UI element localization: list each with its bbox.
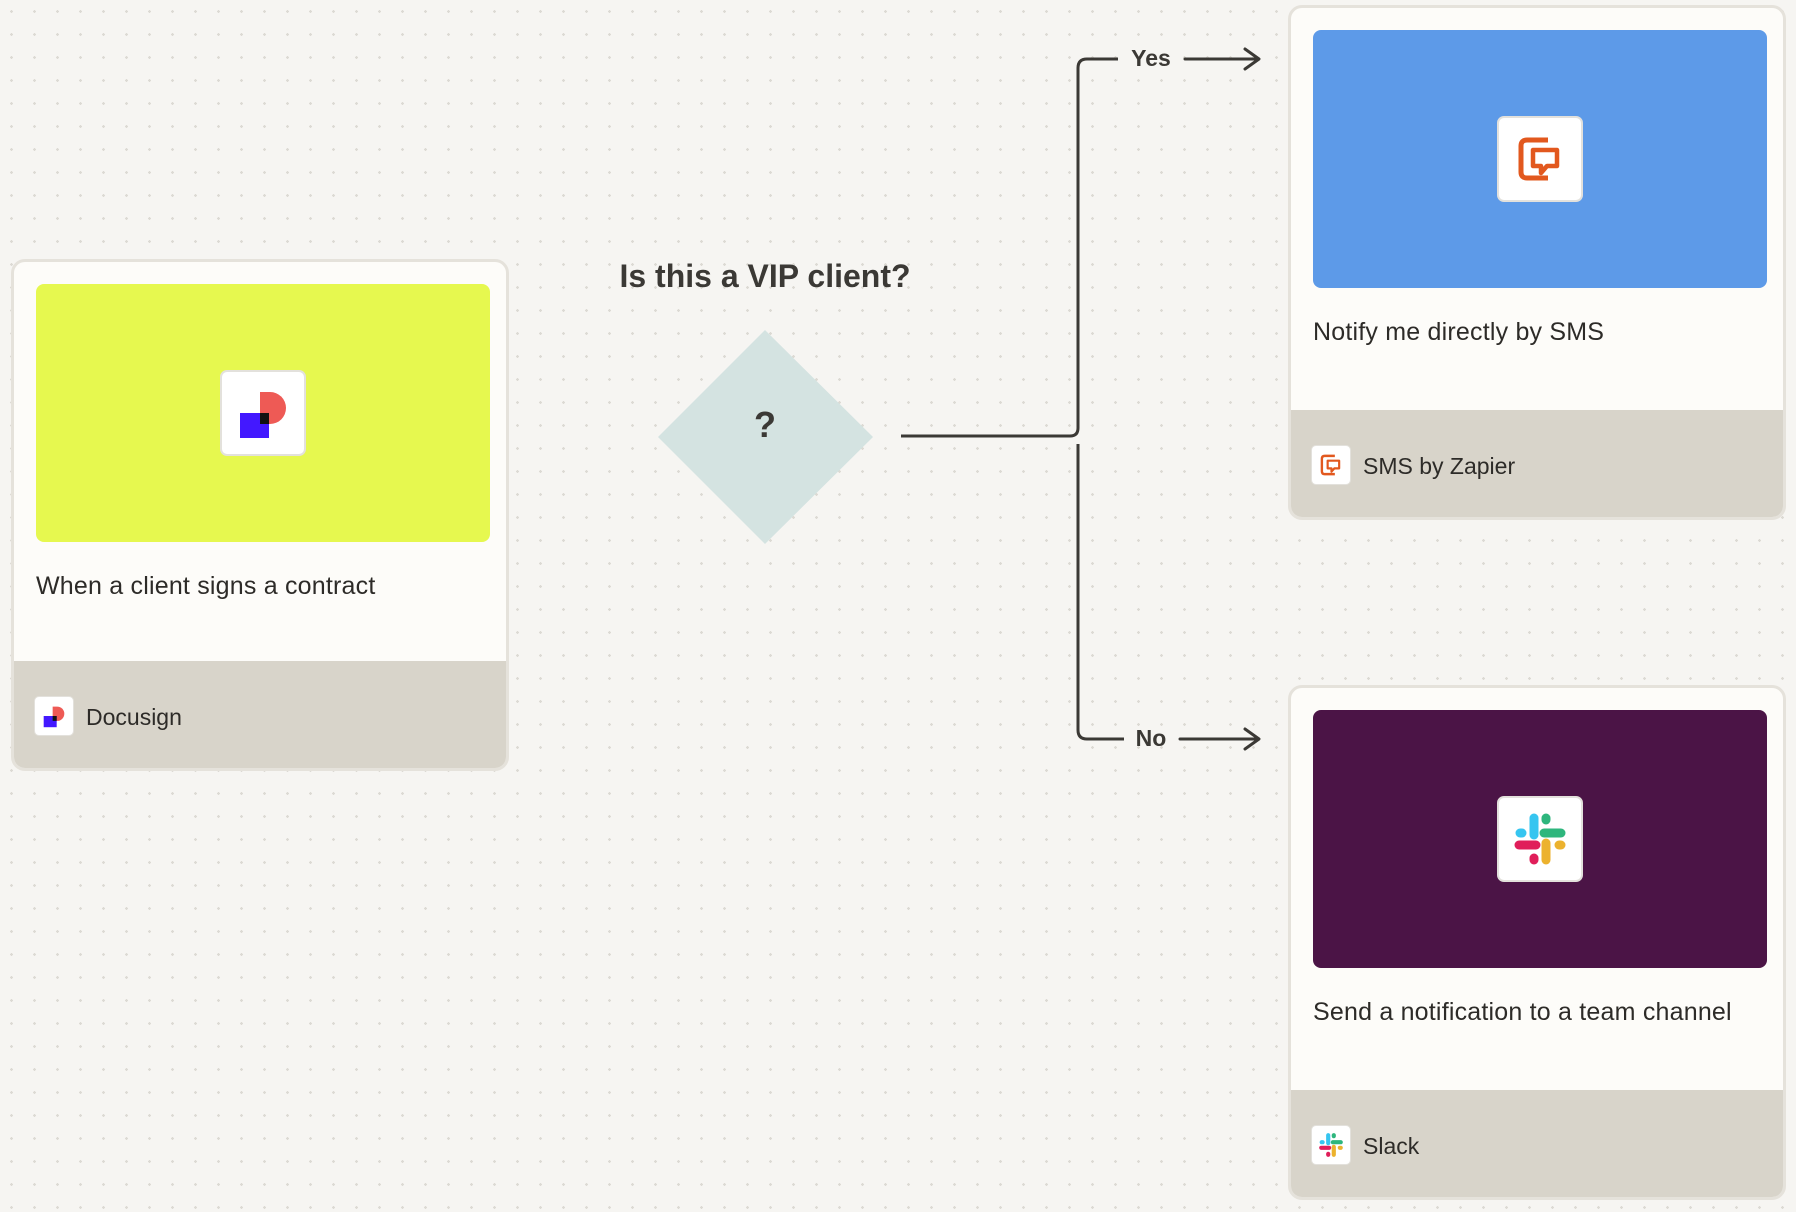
sms-card-footer: SMS by Zapier (1291, 410, 1783, 517)
decision-diamond[interactable] (658, 330, 873, 544)
slack-icon (1497, 796, 1583, 882)
sms-action-title: Notify me directly by SMS (1313, 318, 1605, 346)
trigger-app-name: Docusign (86, 704, 182, 730)
slack-app-name: Slack (1363, 1133, 1420, 1159)
trigger-title: When a client signs a contract (36, 572, 376, 600)
trigger-card[interactable]: When a client signs a contract Docusign (11, 259, 509, 771)
docusign-icon (220, 370, 306, 456)
docusign-small-icon (34, 696, 74, 736)
no-arrow (1178, 727, 1261, 751)
sms-app-name: SMS by Zapier (1363, 453, 1516, 479)
sms-small-icon (1311, 445, 1351, 485)
slack-card-hero (1313, 710, 1767, 968)
slack-card-footer: Slack (1291, 1090, 1783, 1197)
trigger-card-footer: Docusign (14, 661, 506, 768)
yes-branch-label: Yes (1131, 45, 1171, 71)
decision-connector (901, 57, 1124, 741)
slack-action-card[interactable]: Send a notification to a team channel Sl… (1288, 685, 1786, 1200)
trigger-card-hero (36, 284, 490, 542)
no-branch-label: No (1135, 725, 1167, 751)
yes-arrow (1183, 47, 1261, 71)
slack-action-title: Send a notification to a team channel (1313, 998, 1732, 1026)
sms-icon (1497, 116, 1583, 202)
sms-card-hero (1313, 30, 1767, 288)
decision-question: Is this a VIP client? (619, 258, 911, 294)
sms-action-card[interactable]: Notify me directly by SMS SMS by Zapier (1288, 5, 1786, 520)
slack-small-icon (1311, 1125, 1351, 1165)
decision-symbol: ? (754, 404, 776, 445)
